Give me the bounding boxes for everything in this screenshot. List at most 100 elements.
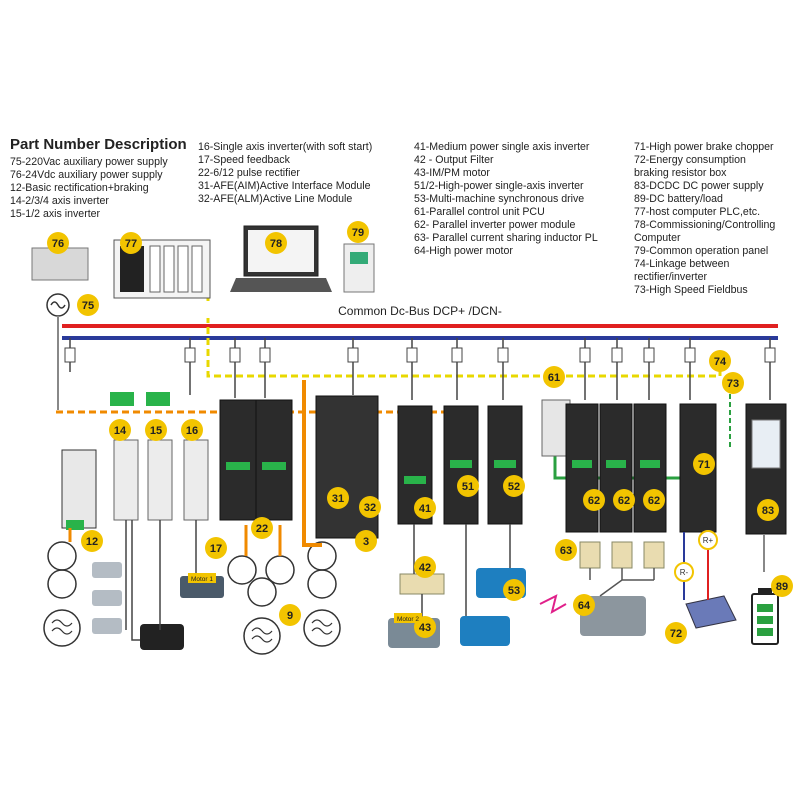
motor-icons bbox=[92, 562, 646, 650]
badge-53: 53 bbox=[503, 579, 525, 601]
inductor-output-wires bbox=[589, 568, 655, 597]
ac-wave-icons bbox=[51, 619, 333, 643]
afe-feed-wire bbox=[302, 380, 322, 547]
synchronous-link-icon bbox=[539, 594, 567, 615]
legend-item: 43-IM/PM motor bbox=[414, 167, 490, 179]
legend-item: 77-host computer PLC,etc. bbox=[634, 206, 761, 218]
legend-item: 17-Speed feedback bbox=[198, 154, 290, 166]
legend-item: 16-Single axis inverter(with soft start) bbox=[198, 141, 373, 153]
badge-62: 62 bbox=[583, 489, 605, 511]
badge-78: 78 bbox=[265, 232, 287, 254]
legend-item: 74-Linkage between bbox=[634, 258, 730, 270]
badge-42: 42 bbox=[414, 556, 436, 578]
badge-89: 89 bbox=[771, 575, 793, 597]
legend-item: 51/2-High-power single-axis inverter bbox=[414, 180, 584, 192]
rectifier-22-feed-wire bbox=[244, 525, 282, 556]
badge-label: 43 bbox=[419, 622, 431, 634]
badge-12: 12 bbox=[81, 530, 103, 552]
legend-item: 31-AFE(AIM)Active Interface Module bbox=[198, 180, 371, 192]
legend-item: 41-Medium power single axis inverter bbox=[414, 141, 590, 153]
legend-item: 61-Parallel control unit PCU bbox=[414, 206, 545, 218]
badge-61: 61 bbox=[543, 366, 565, 388]
badge-77: 77 bbox=[120, 232, 142, 254]
motor-cables bbox=[125, 520, 511, 641]
legend-item: rectifier/inverter bbox=[634, 271, 707, 283]
badge-9: 9 bbox=[279, 604, 301, 626]
legend-item: 73-High Speed Fieldbus bbox=[634, 284, 748, 296]
plc-rack-icon bbox=[113, 239, 211, 299]
current-sharing-inductor-icons bbox=[579, 541, 665, 569]
badge-15: 15 bbox=[145, 419, 167, 441]
badge-label: 9 bbox=[287, 610, 293, 622]
legend-item: 64-High power motor bbox=[414, 245, 513, 257]
legend-item: 62- Parallel inverter power module bbox=[414, 219, 576, 231]
operation-panel-icon bbox=[343, 243, 375, 293]
battery-icon bbox=[751, 588, 779, 645]
legend-item: 63- Parallel current sharing inductor PL bbox=[414, 232, 598, 244]
badge-label: 22 bbox=[256, 523, 268, 535]
badge-label: 17 bbox=[210, 543, 222, 555]
legend-column-1: 75-220Vac auxiliary power supply 76-24Vd… bbox=[10, 156, 168, 221]
badge-label: 83 bbox=[762, 505, 774, 517]
legend-item: Computer bbox=[634, 232, 681, 244]
legend-column-2: 16-Single axis inverter(with soft start)… bbox=[198, 141, 372, 206]
brake-resistor-icon bbox=[685, 595, 737, 629]
badge-label: 51 bbox=[462, 481, 474, 493]
badge-label: 72 bbox=[670, 628, 682, 640]
badge-label: 62 bbox=[618, 495, 630, 507]
badge-64: 64 bbox=[573, 594, 595, 616]
badge-label: 14 bbox=[114, 425, 127, 437]
dc-bus-label: Common Dc-Bus DCP+ /DCN- bbox=[180, 304, 660, 318]
badge-label: 32 bbox=[364, 502, 376, 514]
badge-label: 64 bbox=[578, 600, 591, 612]
badge-76: 76 bbox=[47, 232, 69, 254]
legend-item: 32-AFE(ALM)Active Line Module bbox=[198, 193, 353, 205]
badge-52: 52 bbox=[503, 475, 525, 497]
laptop-icon bbox=[230, 225, 332, 292]
page-title: Part Number Description bbox=[10, 136, 187, 153]
legend-item: 79-Common operation panel bbox=[634, 245, 769, 257]
legend-item: 76-24Vdc auxiliary power supply bbox=[10, 169, 163, 181]
legend-column-4: 71-High power brake chopper 72-Energy co… bbox=[634, 141, 775, 297]
badge-73: 73 bbox=[722, 372, 744, 394]
legend-item: 71-High power brake chopper bbox=[634, 141, 774, 153]
badge-3: 3 bbox=[355, 530, 377, 552]
badge-74: 74 bbox=[709, 350, 731, 372]
badge-label: 62 bbox=[588, 495, 600, 507]
badge-label: 53 bbox=[508, 585, 520, 597]
badge-31: 31 bbox=[327, 487, 349, 509]
legend-column-3: 41-Medium power single axis inverter 42 … bbox=[414, 141, 598, 258]
motor-tag-label: Motor 2 bbox=[397, 616, 419, 623]
badge-label: 16 bbox=[186, 425, 198, 437]
badge-label: 75 bbox=[82, 300, 94, 312]
badge-71: 71 bbox=[693, 453, 715, 475]
sine-wave-icon bbox=[50, 301, 66, 309]
transformer-icons bbox=[43, 541, 341, 655]
badge-32: 32 bbox=[359, 496, 381, 518]
badge-83: 83 bbox=[757, 499, 779, 521]
fuse-drops bbox=[69, 338, 771, 400]
badge-label: 76 bbox=[52, 238, 64, 250]
badge-75: 75 bbox=[77, 294, 99, 316]
badge-16: 16 bbox=[181, 419, 203, 441]
badge-label: 15 bbox=[150, 425, 162, 437]
legend-item: 83-DCDC DC power supply bbox=[634, 180, 764, 192]
badge-label: 61 bbox=[548, 372, 560, 384]
badge-79: 79 bbox=[347, 221, 369, 243]
badge-label: 78 bbox=[270, 238, 282, 250]
legend-item: braking resistor box bbox=[634, 167, 727, 179]
legend-item: 89-DC battery/load bbox=[634, 193, 723, 205]
motor-tag bbox=[188, 573, 216, 583]
badge-72: 72 bbox=[665, 622, 687, 644]
dc-sign-label: R- bbox=[680, 568, 689, 577]
badge-label: 52 bbox=[508, 481, 520, 493]
panel-display-icon bbox=[350, 252, 368, 264]
badge-63: 63 bbox=[555, 539, 577, 561]
badge-label: 12 bbox=[86, 536, 98, 548]
legend-item: 78-Commissioning/Controlling bbox=[634, 219, 776, 231]
badge-label: 89 bbox=[776, 581, 788, 593]
legend-item: 72-Energy consumption bbox=[634, 154, 746, 166]
